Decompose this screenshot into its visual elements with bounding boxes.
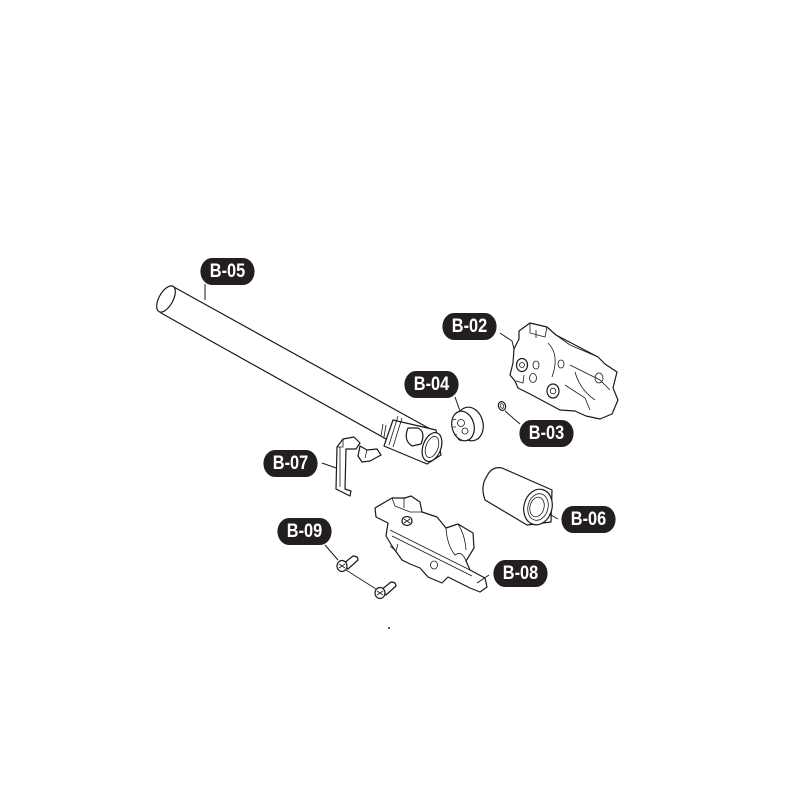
part-label-b06: B-06: [561, 506, 616, 533]
leader-line-b02: [499, 332, 515, 350]
part-label-b02: B-02: [442, 313, 497, 340]
part-label-b07: B-07: [263, 450, 318, 477]
part-label-b04: B-04: [404, 371, 459, 398]
hop-up-bucking-part: [482, 467, 553, 526]
leader-line-b03: [504, 410, 521, 425]
part-label-b03: B-03: [519, 420, 574, 447]
hop-up-wheel-part: [451, 406, 484, 442]
part-label-b08: B-08: [493, 560, 548, 587]
leader-line-b08: [476, 574, 490, 584]
o-ring-part: [497, 401, 507, 411]
part-label-b05: B-05: [200, 258, 255, 285]
inner-barrel-part: [156, 285, 443, 465]
chamber-housing-part: [509, 322, 619, 420]
leader-line-b06: [548, 513, 559, 520]
chamber-base-part: [374, 495, 488, 593]
leader-line-b04: [454, 396, 461, 412]
leader-line-b07: [321, 462, 337, 469]
screws-part: [336, 555, 397, 600]
retaining-clip-part: [335, 436, 382, 497]
part-label-b09: B-09: [277, 518, 332, 545]
stray-mark: [388, 627, 390, 629]
leader-line-b09: [324, 544, 339, 561]
